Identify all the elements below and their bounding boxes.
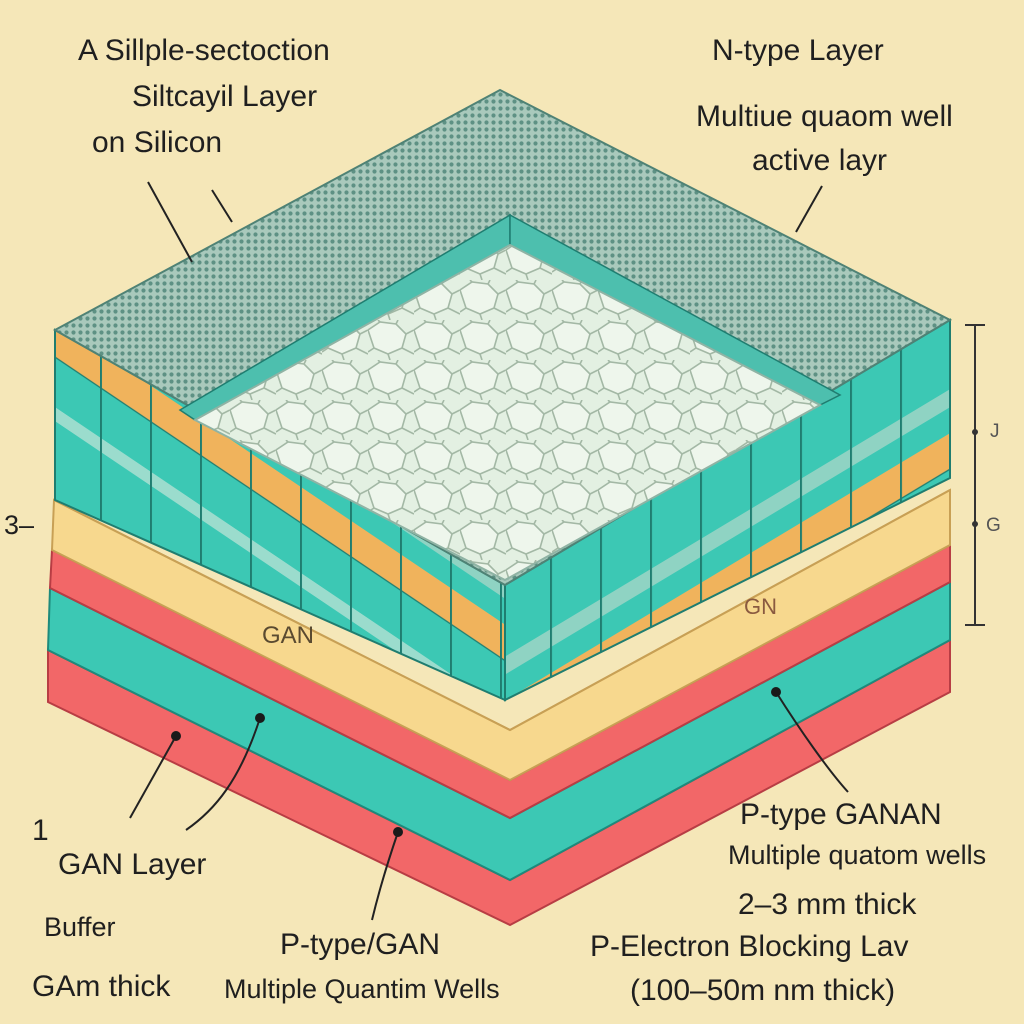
- label-top-right-2: Multiue quaom well: [696, 100, 953, 133]
- label-electron-blocking: P-Electron Blocking Lav: [590, 930, 909, 963]
- label-buffer: Buffer: [44, 912, 116, 942]
- label-top-left-2: Siltcayil Layer: [132, 80, 318, 113]
- label-buffer-thick: GAm thick: [32, 970, 171, 1003]
- label-gan-center: GAN: [262, 622, 315, 649]
- label-right-tick-2: G: [986, 515, 1001, 536]
- label-left-number: 1: [32, 814, 49, 847]
- label-top-right-3: active layr: [752, 144, 888, 177]
- label-p-type-ganan: P-type GANAN: [740, 798, 942, 831]
- label-multiple-quantum-wells: Multiple Quantim Wells: [224, 974, 500, 1004]
- yellow-gan-layer: [50, 488, 951, 782]
- leader-dots: [171, 687, 781, 837]
- label-ebl-thickness: (100–50m nm thick): [630, 974, 896, 1007]
- dimension-bracket: [965, 324, 985, 626]
- label-top-left-3: on Silicon: [92, 126, 223, 159]
- label-gan-right: GN: [744, 594, 777, 619]
- label-thickness: 2–3 mm thick: [738, 888, 917, 921]
- label-left-marker: 3–: [4, 510, 35, 540]
- label-top-left-1: A Sillple-sectoction: [78, 34, 330, 67]
- label-p-type-gan: P-type/GAN: [280, 928, 441, 961]
- label-top-right-1: N-type Layer: [712, 34, 884, 67]
- label-right-tick-1: J: [990, 421, 1000, 442]
- crystal-inner-surface: [192, 243, 823, 582]
- label-multiple-quatom-wells: Multiple quatom wells: [728, 840, 987, 870]
- label-gan-layer: GAN Layer: [58, 848, 207, 881]
- leader-lines: [129, 181, 849, 921]
